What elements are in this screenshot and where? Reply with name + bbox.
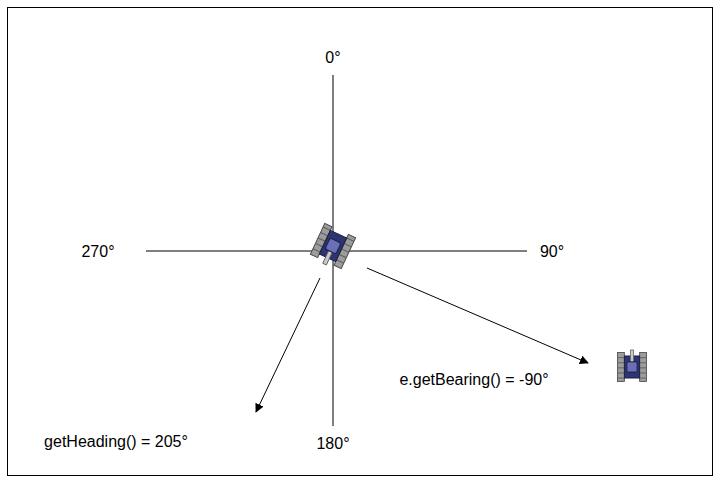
angle-label: 180° <box>316 434 349 453</box>
angle-label: 270° <box>81 242 114 261</box>
angle-label: 0° <box>325 48 340 67</box>
method-label: e.getBearing() = -90° <box>399 370 548 389</box>
method-label: getHeading() = 205° <box>44 432 188 451</box>
frame-border <box>8 8 713 476</box>
heading-arrow <box>256 278 320 412</box>
bearing-arrow <box>367 268 588 363</box>
enemy-tank-icon <box>618 350 647 381</box>
own-tank-icon <box>309 223 355 271</box>
angle-label: 90° <box>540 242 564 261</box>
